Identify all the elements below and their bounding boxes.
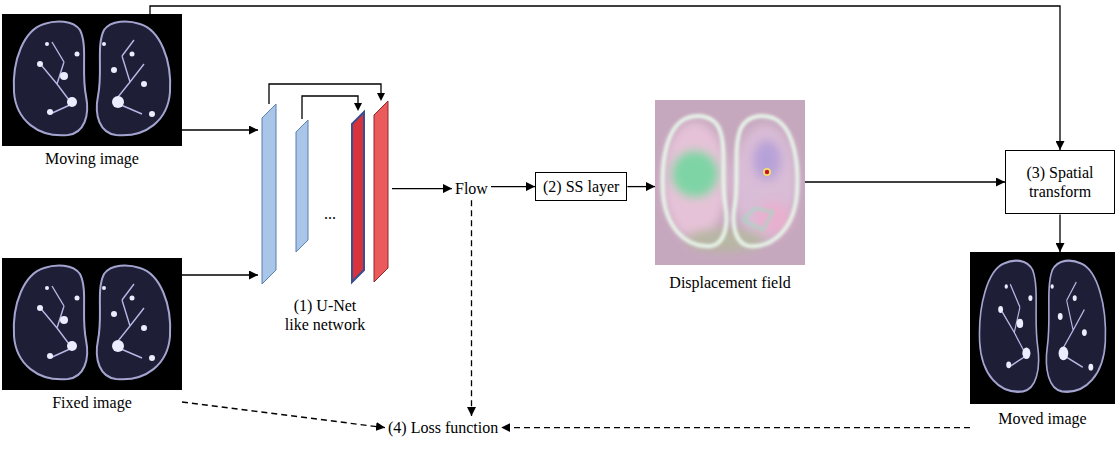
connector — [182, 274, 258, 275]
ellipsis: ... — [324, 204, 336, 223]
connector — [1059, 214, 1060, 252]
dashed-connector — [501, 427, 970, 428]
connector — [805, 181, 1005, 182]
connector — [150, 6, 1060, 150]
connector — [392, 188, 452, 189]
connector — [491, 186, 535, 187]
caption: (1) U-Net like network — [282, 296, 368, 334]
moved-image-picture — [970, 252, 1115, 404]
caption: Moved image — [970, 409, 1115, 428]
unet-drawing — [262, 84, 388, 284]
image-panel: Moving image — [2, 14, 182, 168]
dashed-connector — [471, 200, 472, 416]
image-panel: Fixed image — [2, 258, 182, 412]
image-panel: Displacement field — [655, 100, 805, 292]
node-text: Flow — [455, 179, 488, 198]
process-box: (3) Spatial transform — [1005, 150, 1115, 214]
flow-label: Flow — [452, 177, 491, 200]
caption: Fixed image — [2, 393, 182, 412]
fixed-image-picture — [2, 258, 182, 390]
loss-label: (4) Loss function — [385, 416, 501, 439]
node-text: (4) Loss function — [388, 418, 498, 437]
node-text: (2) SS layer — [543, 177, 619, 196]
displacement-field-picture — [655, 100, 805, 265]
connector — [182, 129, 258, 130]
caption: Moving image — [2, 149, 182, 168]
caption: Displacement field — [655, 273, 805, 292]
dashed-connector — [182, 402, 385, 428]
node-text: (3) Spatial transform — [1013, 163, 1107, 201]
image-panel: Moved image — [970, 252, 1115, 428]
process-box: (2) SS layer — [535, 172, 627, 201]
moving-image-picture — [2, 14, 182, 146]
connector — [627, 186, 655, 187]
